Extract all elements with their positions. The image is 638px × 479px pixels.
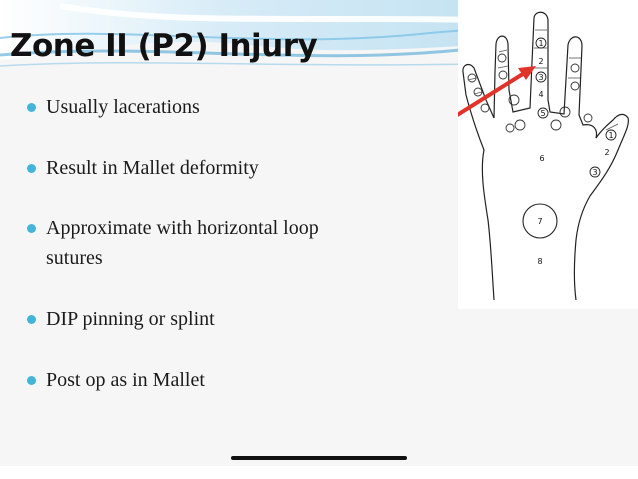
zone-label: 5 [540, 109, 545, 118]
hand-zone-diagram: 1 2 3 4 5 6 7 8 1 2 3 [444, 0, 638, 309]
wrist-zone-circle [522, 203, 558, 239]
thumb-zone-label: 1 [608, 131, 613, 140]
zone-label: 3 [538, 73, 543, 82]
bullet-item: DIP pinning or splint [27, 304, 354, 334]
hand-outline [462, 11, 629, 301]
zone-label: 7 [537, 217, 542, 226]
bullet-item: Approximate with horizontal loop sutures [27, 213, 354, 273]
bullet-item: Usually lacerations [27, 92, 354, 122]
thumb-zone-label: 2 [604, 148, 609, 157]
red-arrow-icon [444, 66, 536, 124]
bullet-text: Post op as in Mallet [46, 369, 205, 391]
zone-label: 4 [538, 90, 543, 99]
bullet-item: Post op as in Mallet [27, 365, 354, 395]
slide: Zone II (P2) Injury Usually lacerations … [0, 0, 638, 395]
bullet-text: Result in Mallet deformity [46, 157, 259, 179]
bullet-text: DIP pinning or splint [46, 308, 215, 330]
hand-diagram-svg: 1 2 3 4 5 6 7 8 1 2 3 [444, 11, 629, 301]
bullet-text: Approximate with horizontal loop sutures [46, 217, 319, 269]
home-indicator[interactable] [231, 456, 407, 460]
zone-label: 2 [538, 57, 543, 66]
zone-label: 1 [538, 39, 543, 48]
bullet-text: Usually lacerations [46, 96, 200, 118]
bullet-dot-icon [27, 315, 36, 324]
zone-label: 6 [539, 154, 544, 163]
bullet-dot-icon [27, 164, 36, 173]
bullet-item: Result in Mallet deformity [27, 153, 354, 183]
bullet-dot-icon [27, 376, 36, 385]
slide-title: Zone II (P2) Injury [10, 28, 318, 64]
bullet-dot-icon [27, 224, 36, 233]
zone-label: 8 [537, 257, 542, 266]
thumb-zone-label: 3 [592, 168, 597, 177]
bullet-dot-icon [27, 103, 36, 112]
